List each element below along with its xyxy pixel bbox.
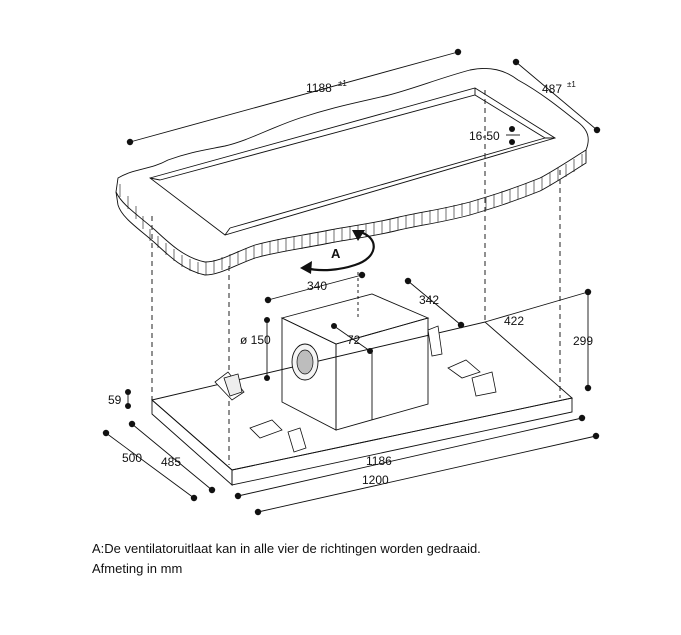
dim-panel-width-inner: 1186 <box>234 414 586 500</box>
ceiling-hatching <box>119 154 583 275</box>
motor-box <box>280 293 430 431</box>
caption-rotation-note: A:De ventilatoruitlaat kan in alle vier … <box>92 540 481 558</box>
dim-panel-depth-inner: 485 <box>128 420 216 494</box>
dim-motor-depth: 422 <box>484 288 592 328</box>
rotation-arrow: A <box>300 230 375 274</box>
motor-depth-label: 422 <box>504 314 524 328</box>
ceiling-cutout <box>115 68 589 276</box>
ceiling-length-tolerance: ±1 <box>338 79 347 88</box>
panel-width-outer-label: 1200 <box>362 473 389 487</box>
outlet-diameter-label: ø 150 <box>240 333 271 347</box>
motor-width-label: 340 <box>307 279 327 293</box>
panel-depth-outer-label: 500 <box>122 451 142 465</box>
dim-panel-width-outer: 1200 <box>254 432 600 516</box>
dim-motor-width: 340 <box>264 271 366 304</box>
dim-ceiling-length: 1188 ±1 <box>126 48 462 146</box>
dim-panel-depth-outer: 500 <box>102 429 198 502</box>
total-height-label: 299 <box>573 334 593 348</box>
rotation-label: A <box>331 246 341 261</box>
dashed-guides <box>151 90 561 465</box>
caption-line1: De ventilatoruitlaat kan in alle vier de… <box>104 541 481 556</box>
ceiling-depth-label: 487 <box>542 82 562 96</box>
mounting-brackets <box>214 325 497 453</box>
dim-total-height: 299 <box>573 292 593 392</box>
outlet-center-label: 72 <box>347 333 361 347</box>
caption-label: A: <box>92 541 105 556</box>
caption-units: Afmeting in mm <box>92 561 183 576</box>
installation-dimension-diagram: 1188 ±1 487 ±1 16-50 A <box>102 48 601 516</box>
panel-thickness-label: 59 <box>108 393 122 407</box>
dim-panel-thickness: 59 <box>108 389 131 409</box>
dim-motor-offset: 342 <box>404 277 465 329</box>
motor-offset-label: 342 <box>419 293 439 307</box>
hood-panel <box>151 321 573 487</box>
panel-width-inner-label: 1186 <box>366 454 392 468</box>
dim-ceiling-thickness: 16-50 <box>469 126 520 145</box>
dim-ceiling-depth: 487 ±1 <box>512 58 601 134</box>
panel-depth-inner-label: 485 <box>161 455 181 469</box>
dim-outlet-center: 72 <box>331 323 373 354</box>
ceiling-length-label: 1188 <box>306 81 332 95</box>
ceiling-depth-tolerance: ±1 <box>567 80 576 89</box>
dim-outlet-diameter: ø 150 <box>240 317 271 381</box>
